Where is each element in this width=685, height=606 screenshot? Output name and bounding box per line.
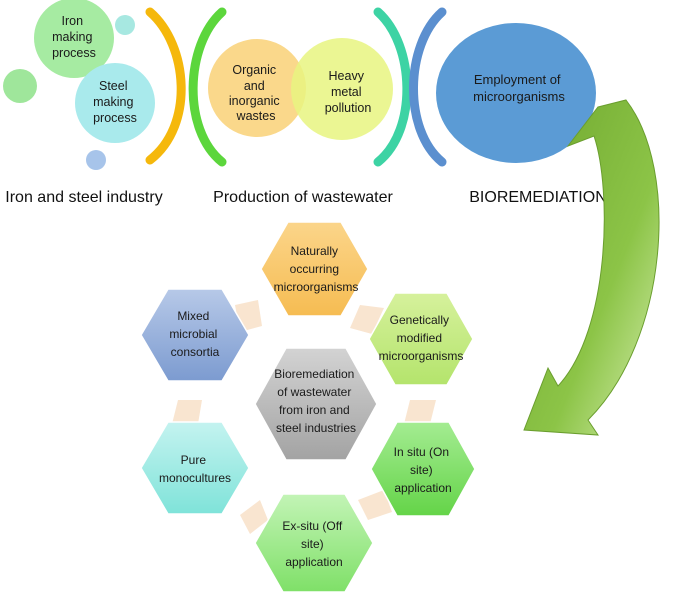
employment-ellipse: Employment of microorganisms [436, 23, 596, 163]
hex-genetically-label: Genetically modified microorganisms [379, 313, 464, 363]
hex-ex-situ: Ex-situ (Off site) application [254, 493, 374, 593]
decor-bubble-small-left [3, 69, 37, 103]
hex-genetically-modified: Genetically modified microorganisms [368, 292, 474, 386]
iron-steel-group: Iron making process Steel making process… [3, 0, 186, 206]
employment-label: Employment of microorganisms [473, 72, 565, 104]
bioremediation-group: Employment of microorganisms BIOREMEDIAT… [409, 7, 607, 206]
bracket-green [188, 7, 227, 167]
hex-ex-situ-label: Ex-situ (Off site) application [282, 519, 345, 569]
bracket-orange [145, 7, 186, 165]
hex-naturally-label: Naturally occurring microorganisms [274, 244, 359, 294]
bracket-blue [409, 7, 447, 167]
hex-center-bioremediation: Bioremediation of wastewater from iron a… [254, 347, 378, 461]
hex-mixed-consortia: Mixed microbial consortia [140, 288, 250, 382]
curved-arrow [523, 99, 660, 436]
wastewater-group: Organic and inorganic wastes Heavy metal… [188, 7, 412, 206]
hex-in-situ: In situ (On site) application [370, 421, 476, 517]
hex-pure-monocultures: Pure monocultures [140, 421, 250, 515]
organic-wastes-label: Organic and inorganic wastes [229, 63, 283, 123]
steel-making-circle: Steel making process [75, 63, 155, 143]
decor-bubble-small-top [115, 15, 135, 35]
hex-naturally-occurring: Naturally occurring microorganisms [260, 221, 369, 317]
hex-center-label: Bioremediation of wastewater from iron a… [274, 367, 357, 435]
section-label-bioremediation: BIOREMEDIATION [469, 189, 607, 206]
hex-in-situ-label: In situ (On site) application [394, 445, 453, 495]
section-label-iron-steel: Iron and steel industry [5, 189, 162, 206]
bracket-teal [373, 7, 412, 167]
decor-bubble-small-bottom [86, 150, 106, 170]
iron-making-label: Iron making process [52, 14, 96, 60]
hex-pure-label: Pure monocultures [159, 453, 231, 485]
section-label-wastewater: Production of wastewater [213, 189, 393, 206]
heavy-metal-label: Heavy metal pollution [325, 69, 372, 115]
organic-wastes-circle [208, 39, 306, 137]
iron-making-circle: Iron making process [34, 0, 114, 78]
heavy-metal-circle [291, 38, 393, 140]
steel-making-label: Steel making process [93, 79, 137, 125]
hex-mixed-label: Mixed microbial consortia [169, 309, 220, 359]
